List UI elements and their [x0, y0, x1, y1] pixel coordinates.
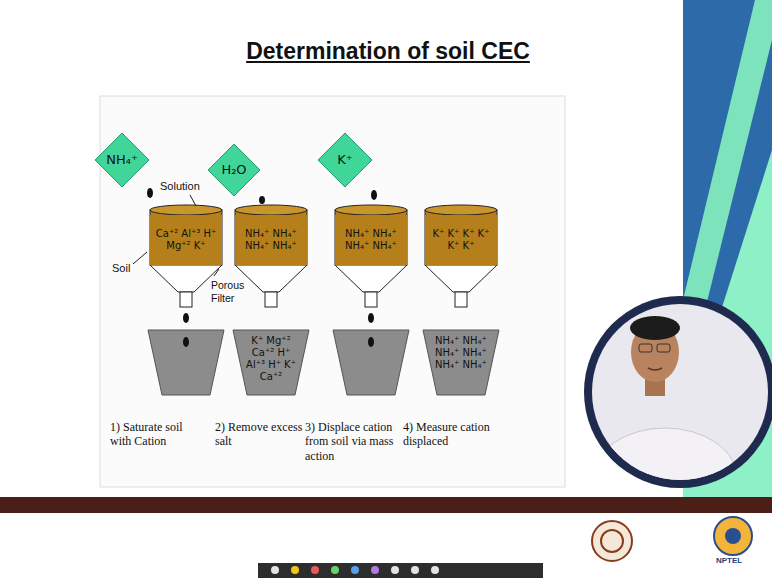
collection-cup	[333, 330, 409, 395]
ion-list: Ca⁺² Al⁺³ H⁺ Mg⁺² K⁺	[153, 228, 219, 252]
funnel-spout	[180, 292, 192, 307]
funnel-rim	[235, 205, 307, 215]
drop	[371, 190, 377, 200]
step-caption: 4) Measure cation displaced	[403, 420, 499, 449]
funnel-cone	[235, 265, 307, 292]
reagent-diamond: NH₄⁺	[95, 133, 149, 187]
funnel-cone	[335, 265, 407, 292]
leachate-cup: K⁺ Mg⁺² Ca⁺² H⁺ Al⁺³ H⁺ K⁺ Ca⁺²	[233, 330, 309, 395]
reagent-label: NH₄⁺	[106, 152, 138, 168]
toolbar-icon	[291, 566, 299, 574]
toolbar-icon	[351, 566, 359, 574]
institute-logo	[601, 530, 623, 552]
bottom-bar	[0, 497, 772, 513]
slide-title: Determination of soil CEC	[190, 38, 586, 66]
drop	[368, 313, 374, 323]
part-label: Solution	[160, 180, 200, 193]
soil-band: Ca⁺² Al⁺³ H⁺ Mg⁺² K⁺	[150, 215, 222, 265]
part-label: Soil	[112, 262, 130, 275]
logo-text: NPTEL	[716, 556, 742, 566]
step-caption: 3) Displace cation from soil via mass ac…	[305, 420, 397, 463]
leader-line	[133, 252, 147, 264]
leachate-cup: NH₄⁺ NH₄⁺ NH₄⁺ NH₄⁺ NH₄⁺ NH₄⁺	[423, 330, 499, 395]
toolbar-icon	[431, 566, 439, 574]
funnel-spout	[455, 292, 467, 307]
collection-cup	[148, 330, 224, 395]
presenter	[593, 316, 737, 528]
toolbar-icon	[311, 566, 319, 574]
drop	[183, 313, 189, 323]
toolbar-icon	[411, 566, 419, 574]
ion-list: K⁺ K⁺ K⁺ K⁺ K⁺ K⁺	[428, 228, 494, 252]
soil-band: NH₄⁺ NH₄⁺ NH₄⁺ NH₄⁺	[335, 215, 407, 265]
toolbar-icon	[271, 566, 279, 574]
ion-list: NH₄⁺ NH₄⁺ NH₄⁺ NH₄⁺	[238, 228, 304, 252]
toolbar-icon	[391, 566, 399, 574]
ion-list: NH₄⁺ NH₄⁺ NH₄⁺ NH₄⁺ NH₄⁺ NH₄⁺	[432, 335, 490, 371]
toolbar-icon	[331, 566, 339, 574]
funnel-cylinder	[335, 210, 407, 265]
funnel-cylinder	[235, 210, 307, 265]
player-toolbar	[258, 563, 543, 578]
presenter-glasses	[639, 344, 652, 352]
figure-panel	[100, 96, 565, 487]
leader-line	[214, 269, 219, 276]
presenter-glasses	[657, 344, 670, 352]
presenter-mouth	[648, 368, 662, 370]
institute-logo	[592, 521, 632, 561]
funnel-rim	[150, 205, 222, 215]
soil-band: K⁺ K⁺ K⁺ K⁺ K⁺ K⁺	[425, 215, 497, 265]
step-caption: 1) Saturate soil with Cation	[110, 420, 202, 449]
nptel-logo	[714, 517, 752, 555]
reagent-label: K⁺	[337, 152, 352, 168]
reagent-diamond: H₂O	[208, 144, 260, 196]
funnel-cylinder	[150, 210, 222, 265]
drop	[259, 196, 265, 204]
nptel-logo	[725, 528, 741, 544]
reagent-label: H₂O	[221, 162, 246, 178]
diamond-shape	[95, 133, 149, 187]
step-caption: 2) Remove excess salt	[215, 420, 303, 449]
toolbar-icon	[371, 566, 379, 574]
diamond-shape	[208, 144, 260, 196]
drop	[368, 337, 374, 347]
funnel-rim	[425, 205, 497, 215]
funnel-spout	[365, 292, 377, 307]
drop	[147, 188, 153, 198]
funnel-cylinder	[425, 210, 497, 265]
drop	[183, 337, 189, 347]
ion-list: K⁺ Mg⁺² Ca⁺² H⁺ Al⁺³ H⁺ K⁺ Ca⁺²	[242, 335, 300, 383]
cup-shape	[423, 330, 499, 395]
leader-line	[190, 195, 196, 206]
funnel-cone	[425, 265, 497, 292]
reagent-diamond: K⁺	[318, 133, 372, 187]
funnel-spout	[265, 292, 277, 307]
presenter-hair	[630, 316, 680, 340]
cup-shape	[233, 330, 309, 395]
part-label: Porous Filter	[211, 279, 251, 304]
diamond-shape	[318, 133, 372, 187]
ion-list: NH₄⁺ NH₄⁺ NH₄⁺ NH₄⁺	[338, 228, 404, 252]
funnel-rim	[335, 205, 407, 215]
soil-band: NH₄⁺ NH₄⁺ NH₄⁺ NH₄⁺	[235, 215, 307, 265]
